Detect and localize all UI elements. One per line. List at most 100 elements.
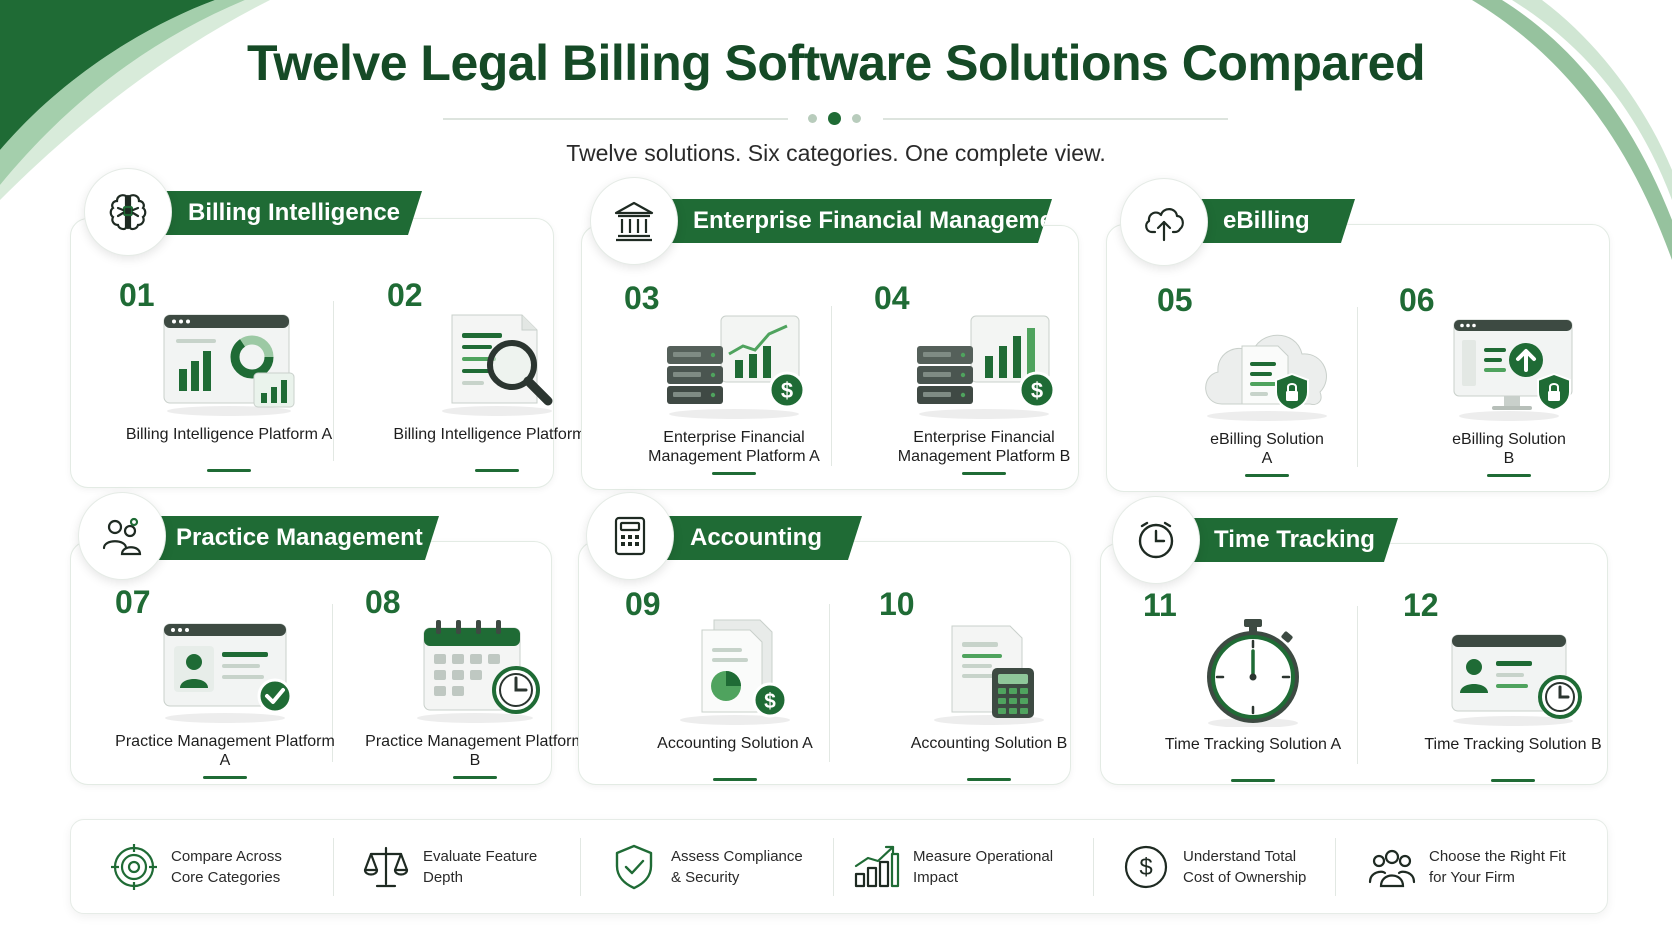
clock-icon xyxy=(1138,521,1174,559)
solution-number: 11 xyxy=(1143,587,1177,623)
solution-card-09[interactable]: 09 $ Accounting Solution A xyxy=(625,586,845,796)
category-card-accounting: 09 $ Accounting Solution A 10 Accountin xyxy=(578,541,1071,785)
feature-label: Assess Compliance & Security xyxy=(671,848,803,886)
solution-number: 04 xyxy=(874,280,910,316)
brain-chip-icon xyxy=(109,194,147,231)
category-icon-badge xyxy=(84,168,172,256)
document-pie-dollar-icon: $ xyxy=(680,619,790,725)
svg-text:$: $ xyxy=(1139,854,1152,881)
dollar-circle-icon: $ xyxy=(1124,845,1168,889)
solution-number: 12 xyxy=(1403,587,1439,623)
monitor-upload-shield-icon xyxy=(1453,319,1573,421)
solution-label: Time Tracking Solution A xyxy=(1164,736,1342,753)
page-subtitle: Twelve solutions. Six categories. One co… xyxy=(566,140,1106,166)
category-icon-badge xyxy=(78,492,166,580)
solution-card-07[interactable]: 07 Practice Management Platform A xyxy=(115,584,335,794)
feature-compliance-security: Assess Compliance & Security xyxy=(609,842,811,892)
category-card-enterprise-financial-management: 03 $ Enterprise Financial Management Pla… xyxy=(581,225,1079,490)
team-icon xyxy=(1368,849,1416,888)
category-banner-practice-management: Practice Management xyxy=(138,516,439,560)
category-banner-ebilling: eBilling xyxy=(1185,199,1355,243)
category-title: Enterprise Financial Management xyxy=(693,207,1076,234)
category-title: Billing Intelligence xyxy=(188,199,401,226)
solution-card-04[interactable]: 04 $ Enterprise Financial Management Pla… xyxy=(874,280,1094,490)
solution-number: 01 xyxy=(119,277,155,313)
solution-number: 05 xyxy=(1157,282,1193,318)
feature-label: Compare Across Core Categories xyxy=(171,848,282,886)
server-chart-dollar-icon: $ xyxy=(917,315,1056,419)
solution-card-11[interactable]: 11 Time Tracking Solution A xyxy=(1143,587,1363,797)
category-title: Accounting xyxy=(690,524,822,551)
solution-label: Enterprise Financial Management Platform… xyxy=(897,429,1071,465)
category-banner-billing-intelligence: Billing Intelligence xyxy=(150,191,422,235)
feature-evaluate-depth: Evaluate Feature Depth xyxy=(361,842,543,892)
solution-card-03[interactable]: 03 $ Enterprise Financial Management Pla… xyxy=(624,280,844,490)
category-card-billing-intelligence: 01 Billing Intelligence Platform A 02 xyxy=(70,218,601,488)
solution-number: 09 xyxy=(625,586,661,622)
document-calculator-icon xyxy=(934,625,1044,725)
document-magnifier-icon xyxy=(442,314,553,416)
solution-number: 10 xyxy=(879,586,915,622)
profile-window-clock-icon xyxy=(1451,634,1582,726)
category-icon-badge xyxy=(586,492,674,580)
cloud-document-lock-icon xyxy=(1205,334,1327,421)
feature-bar: Compare Across Core Categories Evaluate … xyxy=(70,819,1608,914)
svg-text:$: $ xyxy=(1031,378,1043,403)
solution-card-08[interactable]: 08 Practice Management Platform B xyxy=(365,584,585,794)
solution-number: 08 xyxy=(365,584,401,620)
category-icon-badge xyxy=(590,177,678,265)
category-banner-time-tracking: Time Tracking xyxy=(1176,518,1398,562)
feature-label: Understand Total Cost of Ownership xyxy=(1183,848,1307,886)
shield-check-icon xyxy=(615,844,653,890)
feature-right-fit: Choose the Right Fit for Your Firm xyxy=(1367,842,1569,892)
solution-label: Practice Management Platform A xyxy=(115,733,335,769)
solution-label: Practice Management Platform B xyxy=(365,733,585,769)
profile-window-check-icon xyxy=(163,623,293,723)
solution-label: eBilling Solution A xyxy=(1210,431,1324,467)
solution-card-06[interactable]: 06 eBilling Solution B xyxy=(1399,282,1619,492)
title-divider-left xyxy=(443,118,788,120)
category-icon-badge xyxy=(1120,178,1208,266)
bank-building-icon xyxy=(614,201,654,242)
page-title: Twelve Legal Billing Software Solutions … xyxy=(246,35,1426,91)
cloud-upload-icon xyxy=(1145,208,1184,242)
bar-chart-trend-icon xyxy=(854,845,900,888)
solution-number: 03 xyxy=(624,280,660,316)
solution-number: 02 xyxy=(387,277,423,313)
solution-card-12[interactable]: 12 Time Tracking Solution B xyxy=(1403,587,1623,797)
category-icon-badge xyxy=(1112,496,1200,584)
scales-icon xyxy=(363,846,409,888)
category-card-practice-management: 07 Practice Management Platform A 08 xyxy=(70,541,585,785)
target-icon xyxy=(111,844,157,890)
server-chart-dollar-icon: $ xyxy=(667,315,806,419)
people-group-icon xyxy=(102,517,142,556)
solution-card-02[interactable]: 02 Billing Intelligence Platform B xyxy=(387,277,607,487)
title-divider-right xyxy=(883,118,1228,120)
category-title: Time Tracking xyxy=(1214,526,1375,553)
solution-label: Accounting Solution B xyxy=(910,735,1068,752)
solution-label: Accounting Solution A xyxy=(657,735,813,752)
svg-text:$: $ xyxy=(764,690,776,713)
category-title: eBilling xyxy=(1223,207,1310,234)
feature-compare-categories: Compare Across Core Categories xyxy=(109,842,291,892)
solution-number: 07 xyxy=(115,584,151,620)
solution-label: eBilling Solution B xyxy=(1452,431,1566,467)
category-card-time-tracking: 11 Time Tracking Solution A 12 xyxy=(1100,543,1608,785)
feature-label: Choose the Right Fit for Your Firm xyxy=(1429,848,1566,886)
category-banner-enterprise-financial-management: Enterprise Financial Management xyxy=(655,199,1052,243)
solution-card-01[interactable]: 01 Billing Intelligence Platform A xyxy=(119,277,339,487)
feature-label: Evaluate Feature Depth xyxy=(423,848,538,886)
feature-label: Measure Operational Impact xyxy=(913,848,1054,886)
solution-label: Billing Intelligence Platform B xyxy=(393,426,601,443)
solution-card-10[interactable]: 10 Accounting Solution B xyxy=(879,586,1099,796)
calendar-clock-icon xyxy=(417,620,540,723)
decorative-swoosh-top-left xyxy=(0,0,270,200)
solution-label: Time Tracking Solution B xyxy=(1424,736,1602,753)
calculator-icon xyxy=(614,516,646,556)
category-title: Practice Management xyxy=(176,524,423,551)
solution-card-05[interactable]: 05 eBilling Solution A xyxy=(1157,282,1377,492)
solution-label: Enterprise Financial Management Platform… xyxy=(648,429,820,465)
dashboard-analytics-icon xyxy=(163,314,295,416)
feature-operational-impact: Measure Operational Impact xyxy=(851,842,1063,892)
feature-total-cost: $ Understand Total Cost of Ownership xyxy=(1121,842,1313,892)
